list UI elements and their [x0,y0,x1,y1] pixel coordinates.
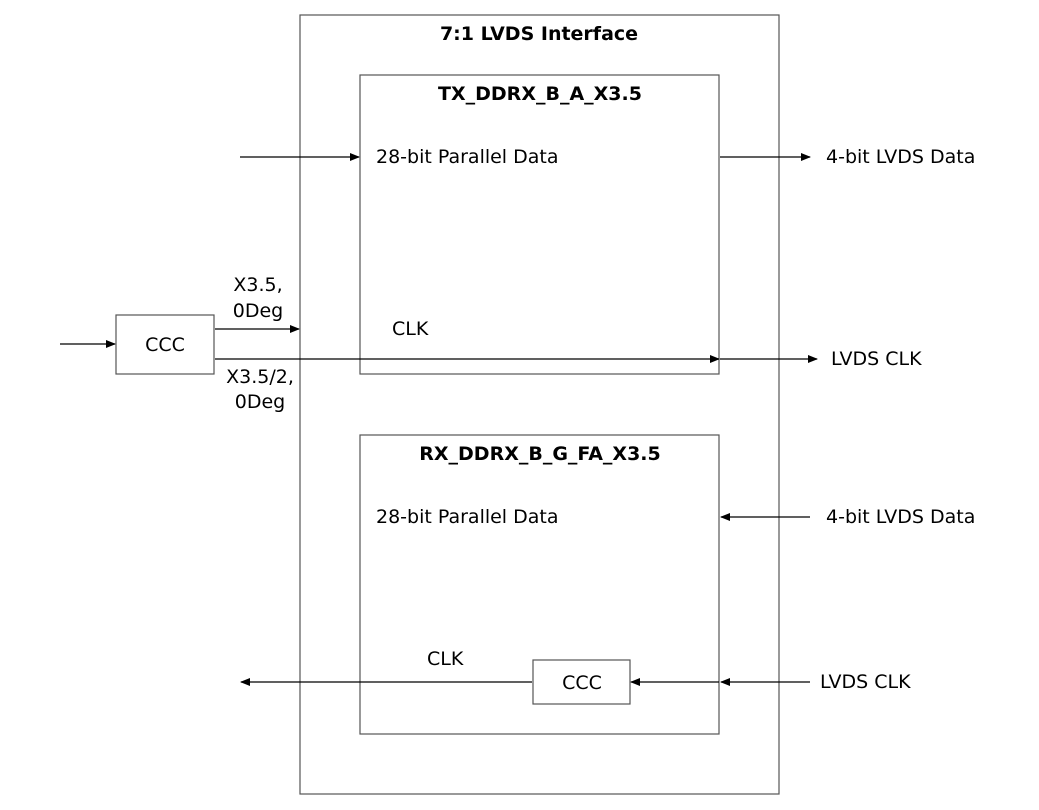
ccc-out2-label-line1: X3.5/2, [226,366,294,388]
tx-parallel-data-label: 28-bit Parallel Data [376,146,559,168]
ccc-left-box [115,314,215,375]
ccc-left-label: CCC [145,334,185,356]
rx-block-title: RX_DDRX_B_G_FA_X3.5 [419,443,661,465]
rx-lvds-clk-label: LVDS CLK [820,671,911,693]
ccc-out2-label-line2: 0Deg [235,391,285,413]
tx-lvds-clk-label: LVDS CLK [831,348,922,370]
tx-lvds-data-label: 4-bit LVDS Data [826,146,975,168]
rx-block-box [359,434,720,735]
lvds-interface-box [299,14,780,795]
tx-block-title: TX_DDRX_B_A_X3.5 [438,83,642,105]
rx-clk-label: CLK [427,648,464,670]
ccc-out1-label-line2: 0Deg [233,300,283,322]
ccc-out1-label-line1: X3.5, [233,274,282,296]
tx-block-box [359,74,720,375]
tx-clk-label: CLK [392,318,429,340]
rx-lvds-data-label: 4-bit LVDS Data [826,506,975,528]
rx-parallel-data-label: 28-bit Parallel Data [376,506,559,528]
ccc-rx-label: CCC [562,672,602,694]
interface-title: 7:1 LVDS Interface [440,23,638,45]
